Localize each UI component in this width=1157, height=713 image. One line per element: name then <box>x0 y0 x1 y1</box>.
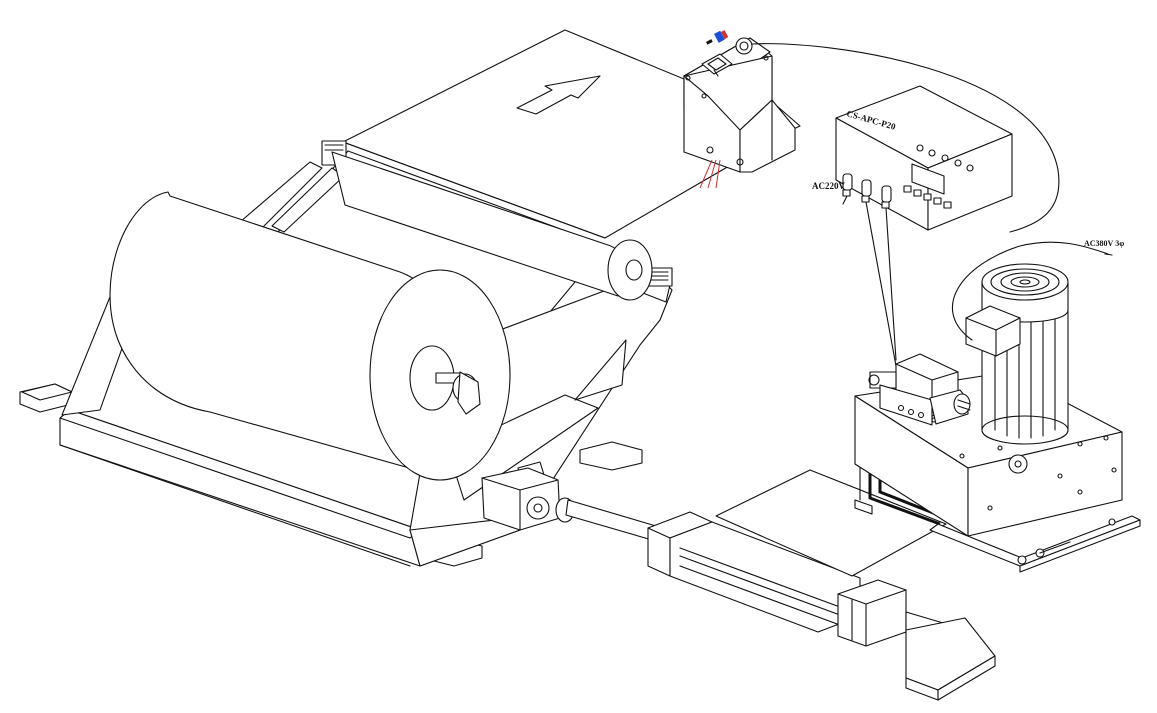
control-valve <box>868 353 971 426</box>
unwind-stand-frame <box>19 161 673 567</box>
direction-arrow-icon <box>516 75 601 115</box>
guide-roller <box>331 151 653 301</box>
hydraulic-cylinder <box>565 499 996 701</box>
material-roll <box>109 191 511 481</box>
edge-sensor <box>683 37 801 173</box>
ac380-power-label: AC380V 3φ <box>1084 239 1124 248</box>
controller-box <box>835 85 1013 367</box>
sensor-logo-icon <box>706 30 729 45</box>
ac220-power-label: AC220V <box>812 181 845 191</box>
sensor-cable <box>751 43 1060 233</box>
electric-motor <box>951 241 1113 445</box>
sensor-connector-icon <box>735 37 753 55</box>
sensor-beam <box>699 159 721 189</box>
